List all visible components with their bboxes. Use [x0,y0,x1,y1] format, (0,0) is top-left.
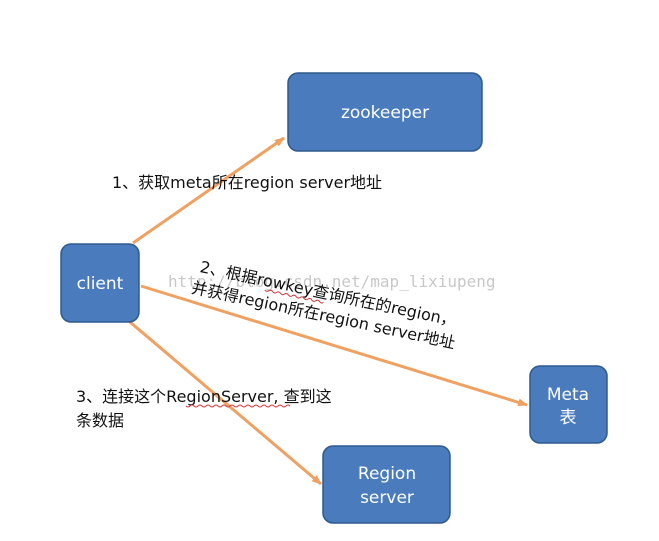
zookeeper-label: zookeeper [341,103,429,123]
region-server-label-line2: server [360,488,414,508]
meta-node: Meta 表 [529,365,608,444]
arrow-client-to-meta [140,284,528,407]
step2-label: 2、根据rowkey查询所在的region， 并获得region所在region… [190,257,459,352]
spellcheck-underline-rowkey [264,289,324,304]
arrow-client-to-zookeeper [132,136,285,245]
spellcheck-underline-regionserver [185,404,291,408]
arrow-client-to-region-server [116,309,322,486]
step3-label-line1: 3、连接这个RegionServer, 查到这 [76,387,332,406]
client-label: client [77,274,124,294]
client-node: client [60,243,140,323]
meta-label-line2: 表 [560,408,577,428]
step1-label: 1、获取meta所在region server地址 [112,173,382,192]
region-server-node: Region server [322,445,451,524]
zookeeper-node: zookeeper [287,72,483,152]
region-server-label-line1: Region [358,464,416,484]
meta-label-line1: Meta [547,385,589,405]
watermark: http://blog.csdn.net/map_lixiupeng [168,272,496,291]
step3-label-line2: 条数据 [76,411,124,430]
